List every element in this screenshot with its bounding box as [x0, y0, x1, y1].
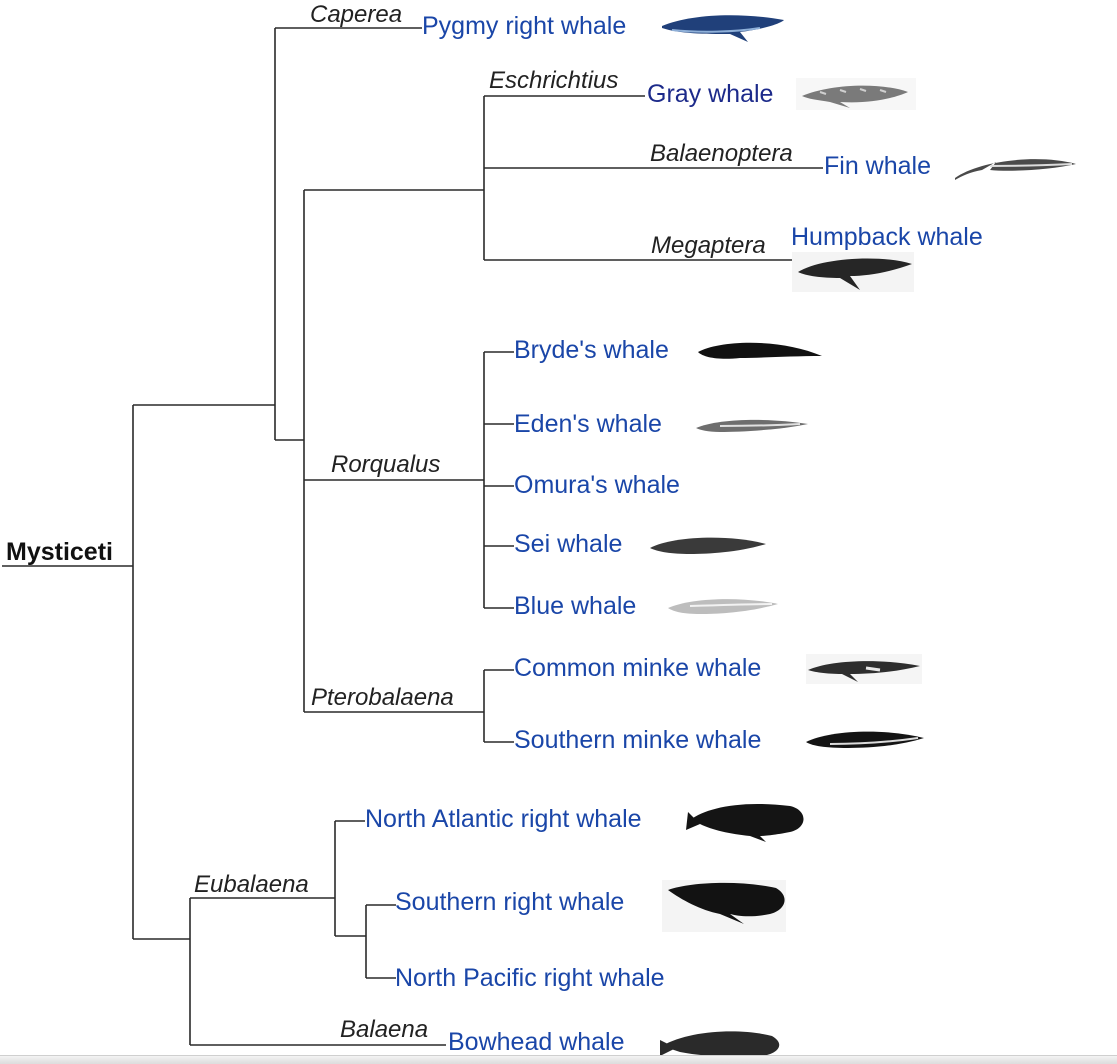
genus-eschrichtius: Eschrichtius: [489, 67, 618, 94]
humpback-whale-image: [792, 252, 914, 292]
edens-whale-image: [696, 419, 808, 432]
species-sei-whale[interactable]: Sei whale: [514, 530, 622, 558]
species-bowhead-whale[interactable]: Bowhead whale: [448, 1028, 625, 1056]
southern-right-whale-image: [662, 880, 786, 932]
genus-balaena: Balaena: [340, 1016, 428, 1043]
window-bottom-edge: [0, 1055, 1117, 1064]
species-edens-whale[interactable]: Eden's whale: [514, 410, 662, 438]
brydes-whale-image: [698, 342, 822, 359]
blue-whale-image: [668, 599, 778, 614]
species-brydes-whale[interactable]: Bryde's whale: [514, 336, 669, 364]
north-atlantic-right-whale-image: [686, 803, 804, 842]
species-pygmy-right-whale[interactable]: Pygmy right whale: [422, 12, 626, 40]
root-label: Mysticeti: [6, 538, 113, 566]
genus-pterobalaena: Pterobalaena: [311, 684, 454, 711]
common-minke-whale-image: [806, 654, 922, 684]
species-north-atlantic-right-whale[interactable]: North Atlantic right whale: [365, 805, 642, 833]
species-blue-whale[interactable]: Blue whale: [514, 592, 636, 620]
genus-caperea: Caperea: [310, 1, 402, 28]
species-fin-whale[interactable]: Fin whale: [824, 152, 931, 180]
species-common-minke-whale[interactable]: Common minke whale: [514, 654, 761, 682]
genus-eubalaena: Eubalaena: [194, 871, 309, 898]
species-humpback-whale[interactable]: Humpback whale: [791, 223, 983, 251]
gray-whale-image: [796, 78, 916, 110]
species-gray-whale[interactable]: Gray whale: [647, 80, 773, 108]
species-north-pacific-right-whale[interactable]: North Pacific right whale: [395, 964, 665, 992]
southern-minke-whale-image: [806, 731, 924, 748]
species-southern-right-whale[interactable]: Southern right whale: [395, 888, 624, 916]
genus-megaptera: Megaptera: [651, 232, 766, 259]
fin-whale-image: [955, 159, 1076, 180]
genus-balaenoptera: Balaenoptera: [650, 140, 793, 167]
species-omuras-whale[interactable]: Omura's whale: [514, 471, 680, 499]
species-southern-minke-whale[interactable]: Southern minke whale: [514, 726, 761, 754]
sei-whale-image: [650, 537, 766, 554]
bowhead-whale-image: [660, 1031, 780, 1057]
pygmy-right-whale-image: [662, 15, 784, 42]
genus-rorqualus: Rorqualus: [331, 451, 440, 478]
